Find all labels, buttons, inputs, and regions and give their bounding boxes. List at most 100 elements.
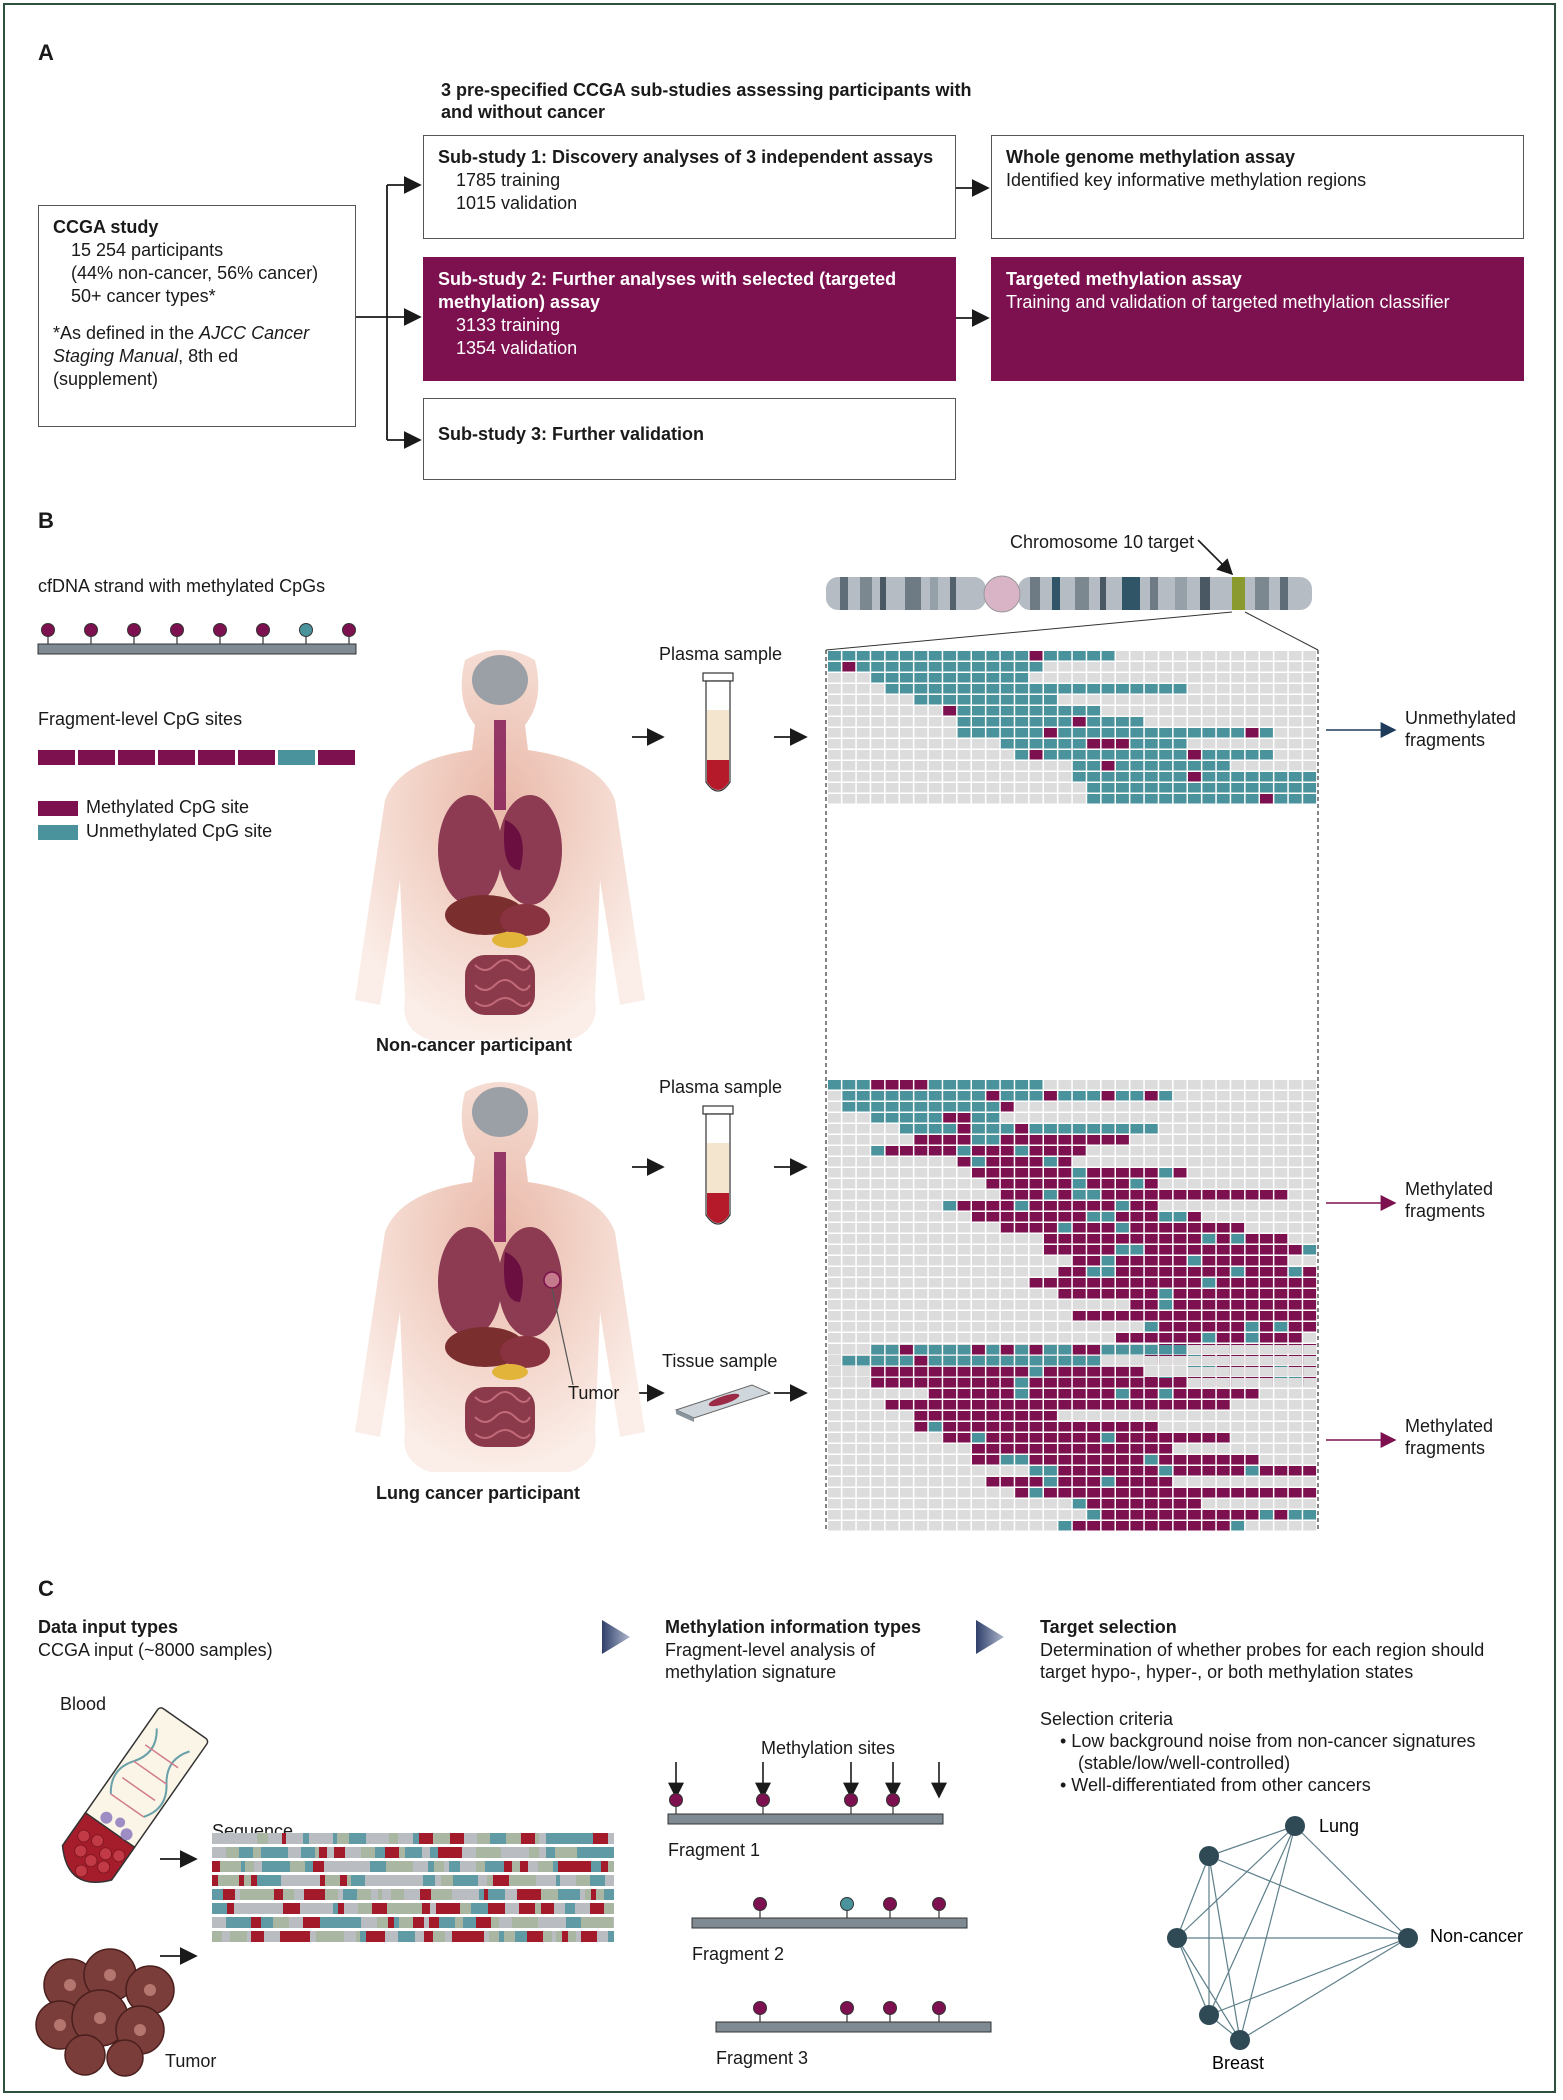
non-cancer-label: Non-cancer participant <box>376 1035 573 1055</box>
cpg-site-5 <box>213 623 227 637</box>
figure-frame <box>3 3 1556 2093</box>
fragment-3 <box>715 2001 992 2033</box>
cpg-site-7 <box>299 623 313 637</box>
selection-criteria-title: Selection criteria <box>1040 1709 1174 1729</box>
ccga-note-1a: *As defined in the <box>53 323 200 343</box>
frag-2-site-1 <box>753 1897 767 1911</box>
ccga-note-2b: , 8th ed <box>178 346 239 366</box>
lung-cancer-label: Lung cancer participant <box>376 1483 581 1503</box>
fragment-3-label: Fragment 3 <box>716 2048 809 2068</box>
ccga-title: CCGA study <box>53 217 159 237</box>
frag-1-site-3 <box>844 1793 858 1807</box>
plasma-label-1: Plasma sample <box>659 644 783 664</box>
methylated-fragments-2-line2: fragments <box>1405 1438 1486 1458</box>
wgm-title: Whole genome methylation assay <box>1006 147 1296 167</box>
chromosome-label: Chromosome 10 target <box>1010 532 1194 552</box>
plasma-tube-1 <box>702 672 734 792</box>
sub2-title-line1: Sub-study 2: Further analyses with selec… <box>438 269 897 289</box>
data-input-title: Data input types <box>38 1617 179 1637</box>
fragment-cpg-label: Fragment-level CpG sites <box>38 709 243 729</box>
cancer-network <box>1167 1816 1418 2050</box>
fragment-cpg-3 <box>118 750 155 765</box>
fragment-cpg-6 <box>238 750 275 765</box>
lung-cancer-body <box>355 1082 645 1472</box>
methylation-info-title: Methylation information types <box>665 1617 922 1637</box>
tumor-label-b: Tumor <box>568 1383 620 1403</box>
frag-3-site-4 <box>932 2001 946 2015</box>
fragment-level-bar <box>38 750 355 765</box>
fragment-2 <box>691 1897 968 1929</box>
network-node-6 <box>1230 2030 1250 2050</box>
ccga-note-1b: AJCC Cancer <box>199 323 310 343</box>
sub1-validation: 1015 validation <box>456 193 578 213</box>
tissue-slide <box>674 1384 772 1422</box>
ccga-split: (44% non-cancer, 56% cancer) <box>71 263 319 283</box>
sub-study-3-box: Sub-study 3: Further validation <box>423 398 956 480</box>
frag-2-site-2 <box>840 1897 854 1911</box>
criteria-1-line2: (stable/low/well-controlled) <box>1078 1753 1291 1773</box>
methylation-sites-arrows <box>668 1762 947 1799</box>
legend-unmethylated-text: Unmethylated CpG site <box>86 821 273 841</box>
cpg-site-1 <box>41 623 55 637</box>
fragment-cpg-5 <box>198 750 235 765</box>
wgm-desc: Identified key informative methylation r… <box>1006 170 1367 190</box>
cpg-site-6 <box>256 623 270 637</box>
chromosome-10 <box>826 575 1312 613</box>
heatmap-tumor-tissue <box>828 1345 1317 1531</box>
heatmap-non-cancer-plasma <box>828 651 1317 804</box>
criteria-2: • Well-differentiated from other cancers <box>1060 1775 1371 1795</box>
ccga-note-line3: (supplement) <box>53 369 159 389</box>
frag-1-site-2 <box>756 1793 770 1807</box>
fragment-1 <box>667 1793 944 1825</box>
data-input-sub: CCGA input (~8000 samples) <box>38 1640 273 1660</box>
ccga-note-line1: *As defined in the AJCC Cancer <box>53 322 341 345</box>
frag-3-site-2 <box>840 2001 854 2015</box>
targeted-assay-box: Targeted methylation assay Training and … <box>991 257 1524 381</box>
tumor-label-c: Tumor <box>165 2051 217 2071</box>
methylated-fragments-1-line1: Methylated <box>1405 1179 1494 1199</box>
chromosome-target-band <box>1232 577 1245 610</box>
unmethylated-fragments-line2: fragments <box>1405 730 1486 750</box>
network-node-3 <box>1167 1928 1187 1948</box>
fragment-cpg-8 <box>318 750 355 765</box>
sub-study-1-box: Sub-study 1: Discovery analyses of 3 ind… <box>423 135 956 239</box>
frag-3-site-1 <box>753 2001 767 2015</box>
sub1-training: 1785 training <box>456 170 561 190</box>
fragment-2-label: Fragment 2 <box>692 1944 785 1964</box>
legend-unmethylated: Unmethylated CpG site <box>38 820 272 843</box>
tma-desc: Training and validation of targeted meth… <box>1006 292 1450 312</box>
legend-methylated: Methylated CpG site <box>38 796 249 819</box>
chevron-1-icon <box>602 1620 630 1654</box>
target-selection-title: Target selection <box>1040 1617 1177 1637</box>
cpg-site-4 <box>170 623 184 637</box>
selection-criteria: Selection criteria • Low background nois… <box>1040 1708 1476 1796</box>
blood-tube <box>61 1707 209 1884</box>
unmethylated-fragments-line1: Unmethylated <box>1405 708 1517 728</box>
tissue-label: Tissue sample <box>662 1351 778 1371</box>
cpg-site-3 <box>127 623 141 637</box>
node-noncancer-label: Non-cancer <box>1430 1926 1523 1946</box>
network-node-4 <box>1398 1928 1418 1948</box>
plasma-label-2: Plasma sample <box>659 1077 783 1097</box>
frag-2-site-3 <box>883 1897 897 1911</box>
panel-a-header: 3 pre-specified CCGA sub-studies assessi… <box>441 79 971 123</box>
plasma-tube-2 <box>702 1105 734 1225</box>
panel-b-graphics: Chromosome 10 target <box>37 532 1397 1532</box>
fragment-cpg-4 <box>158 750 195 765</box>
ccga-study-box: CCGA study 15 254 participants (44% non-… <box>38 205 356 427</box>
network-node-2 <box>1199 1846 1219 1866</box>
network-node-1 <box>1285 1816 1305 1836</box>
chevron-2-icon <box>976 1620 1004 1654</box>
methylation-info-sub-line2: methylation signature <box>665 1662 837 1682</box>
ccga-note-2a: Staging Manual <box>53 346 179 366</box>
sub-study-2-box: Sub-study 2: Further analyses with selec… <box>423 257 956 381</box>
fragment-cpg-1 <box>38 750 75 765</box>
methylation-sites-label: Methylation sites <box>761 1738 896 1758</box>
cfdna-label: cfDNA strand with methylated CpGs <box>38 576 326 596</box>
panel-a-letter: A <box>38 40 54 65</box>
panel-a-arrows <box>356 176 990 449</box>
methylated-fragments-1-line2: fragments <box>1405 1201 1486 1221</box>
